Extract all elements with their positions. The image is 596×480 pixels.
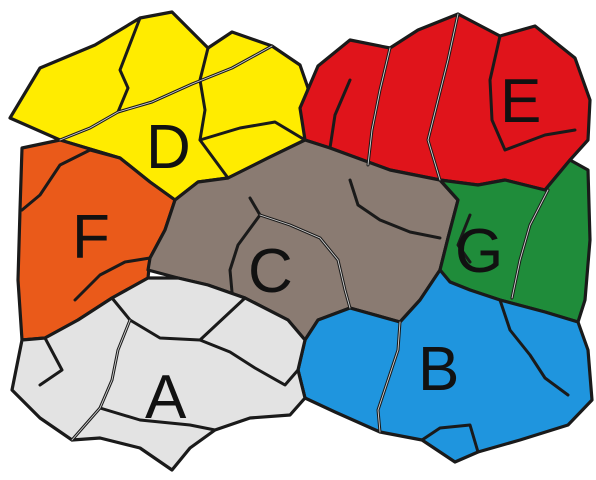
- label-c: C: [248, 237, 293, 306]
- label-g: G: [455, 217, 503, 286]
- label-b: B: [418, 335, 459, 404]
- label-a: A: [145, 363, 187, 432]
- label-f: F: [72, 203, 110, 272]
- label-d: D: [146, 113, 191, 182]
- label-e: E: [500, 67, 541, 136]
